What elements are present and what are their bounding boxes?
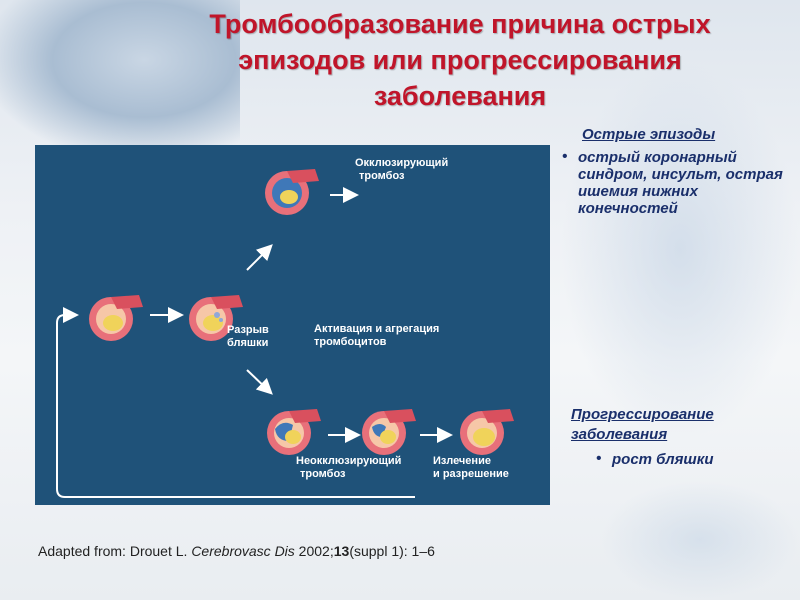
- vessel-resolved-icon: [460, 409, 514, 455]
- citation: Adapted from: Drouet L. Cerebrovasc Dis …: [38, 543, 435, 559]
- progression-bullet: •: [596, 450, 602, 467]
- arrow-down: [246, 369, 273, 395]
- thrombosis-diagram-panel: Окклюзирующий тромбоз Разрыв бляшки Акти…: [35, 145, 550, 505]
- plaque-rupture-label: Разрыв бляшки: [227, 324, 269, 349]
- vessel-plaque-rupture-icon: [189, 295, 243, 341]
- occlusive-thrombosis-label: Окклюзирующий тромбоз: [355, 157, 449, 182]
- doctor-photo: [0, 0, 240, 150]
- background-decoration: [600, 480, 800, 600]
- healing-label: Излечение и разрешение: [433, 455, 509, 480]
- progression-item: рост бляшки: [612, 451, 714, 468]
- background-decoration: [560, 60, 800, 440]
- acute-episodes-bullet: •: [562, 148, 568, 165]
- vessel-nonocclusive-thrombus-icon: [267, 409, 321, 455]
- slide-title: Тромбообразование причина острых эпизодо…: [209, 9, 711, 111]
- acute-episodes-heading: Острые эпизоды: [582, 126, 716, 143]
- progression-heading: Прогрессирование заболевания: [571, 406, 714, 443]
- arrow-up: [246, 244, 273, 271]
- vessel-occlusive-thrombus-icon: [265, 169, 319, 215]
- return-loop-arrow: [56, 307, 415, 498]
- platelet-activation-label: Активация и агрегация тромбоцитов: [314, 323, 440, 348]
- vessel-healing-icon: [362, 409, 416, 455]
- acute-episodes-item: острый коронарный синдром, инсульт, остр…: [578, 149, 783, 217]
- diagram-arrows: [56, 187, 453, 498]
- vessel-stable-plaque-icon: [89, 295, 143, 341]
- nonocclusive-thrombosis-label: Неокклюзирующий тромбоз: [296, 455, 402, 480]
